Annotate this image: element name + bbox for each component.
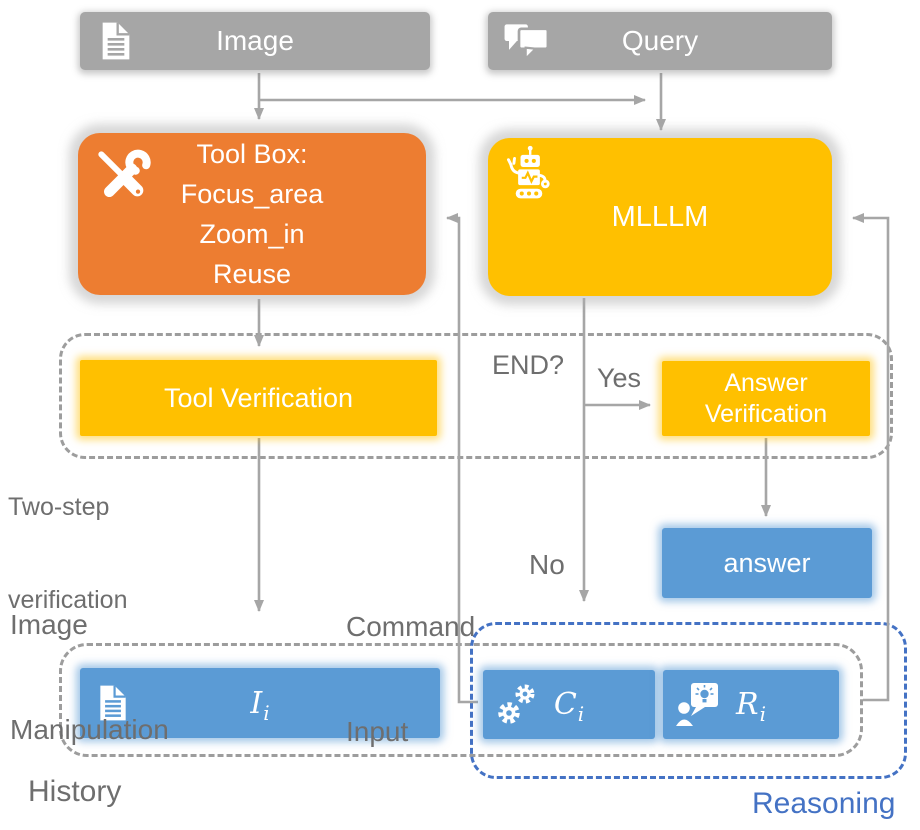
- chat-bubbles-icon: [504, 24, 550, 61]
- command-input-label: Command Input: [346, 611, 476, 747]
- document-icon: [102, 22, 130, 60]
- history-group: [59, 643, 863, 757]
- tool-verification-label: Tool Verification: [163, 382, 354, 413]
- query-node: Query: [488, 12, 832, 70]
- answer-label: answer: [723, 547, 811, 578]
- answer-verification-label-line1: Answer: [724, 368, 808, 397]
- history-image-label: Ii: [250, 685, 270, 725]
- answer-verification-label-line2: Verification: [704, 399, 828, 428]
- reasoning-label: Reasoning: [752, 787, 896, 820]
- image-manipulation-label: Image Manipulation: [10, 609, 169, 745]
- image-node: Image: [80, 12, 430, 70]
- command-label: Ci: [553, 687, 585, 726]
- answer-node: answer: [662, 528, 872, 598]
- toolbox-label: Tool Box: Focus_area Zoom_in Reuse: [78, 134, 426, 294]
- two-step-verification-label: Two-step verification: [8, 493, 128, 614]
- toolbox-title: Tool Box:: [196, 139, 308, 169]
- history-image-node: Ii: [80, 668, 440, 738]
- query-label: Query: [621, 25, 699, 56]
- document-icon: [100, 685, 126, 721]
- arrow-command-to-toolbox: [446, 213, 478, 704]
- no-label: No: [529, 549, 565, 580]
- command-node: Ci: [483, 670, 655, 739]
- toolbox-tool-focus-area: Focus_area: [180, 179, 324, 209]
- tools-icon: [98, 149, 151, 197]
- image-label: Image: [216, 25, 294, 56]
- arrow-history-to-mlllm: [852, 213, 890, 702]
- gears-icon: [498, 684, 535, 724]
- answer-verification-node: Answer Verification: [662, 361, 870, 436]
- history-label: History: [28, 775, 122, 808]
- toolbox-node: Tool Box: Focus_area Zoom_in Reuse: [78, 133, 426, 295]
- reasoning-item-label: Ri: [736, 687, 766, 726]
- yes-label: Yes: [597, 363, 642, 393]
- mlllm-label: MLLLM: [611, 200, 709, 233]
- robot-icon: [507, 145, 550, 199]
- person-idea-icon: [676, 682, 718, 726]
- reasoning-group: [470, 622, 907, 779]
- reasoning-item-node: Ri: [663, 670, 839, 739]
- two-step-verification-group: [59, 333, 893, 459]
- tool-verification-node: Tool Verification: [80, 360, 437, 436]
- toolbox-tool-zoom-in: Zoom_in: [199, 219, 305, 249]
- mlllm-node: MLLLM: [488, 138, 832, 296]
- toolbox-tool-reuse: Reuse: [212, 259, 292, 289]
- end-question-label: END?: [492, 350, 565, 380]
